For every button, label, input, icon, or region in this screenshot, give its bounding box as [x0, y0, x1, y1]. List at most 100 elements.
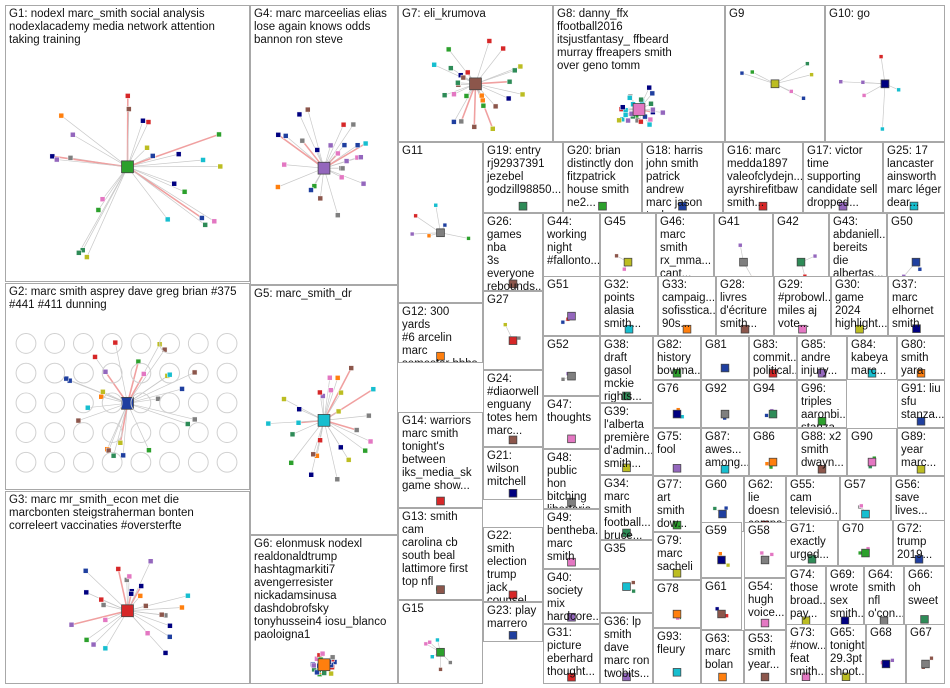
- hub-node: [682, 324, 692, 334]
- group-g49: G49: bentheba... marc smith: [543, 509, 600, 569]
- group-network-g87: [720, 465, 730, 474]
- node: [281, 396, 287, 402]
- node: [917, 267, 923, 272]
- edge: [113, 403, 128, 456]
- hub-node: [861, 509, 870, 519]
- self-loop-node: [101, 392, 123, 414]
- self-loop-node: [15, 362, 37, 384]
- node: [479, 92, 485, 99]
- node: [362, 140, 369, 147]
- group-g27: G27: [483, 291, 543, 370]
- node: [58, 112, 65, 119]
- self-loop-node: [101, 362, 123, 384]
- node: [202, 222, 208, 228]
- group-g5: G5: marc_smith_dr: [250, 285, 398, 535]
- group-network-g57: [857, 503, 870, 519]
- node: [890, 658, 895, 663]
- group-g14: G14: warriors marc smith tonight's betwe…: [398, 412, 483, 508]
- group-network-g72: [914, 555, 924, 564]
- self-loop-node: [73, 392, 94, 414]
- edge: [61, 115, 128, 168]
- group-network-g59: [717, 551, 731, 568]
- node: [311, 662, 317, 669]
- node: [200, 157, 206, 163]
- node: [335, 408, 342, 415]
- hub-node: [622, 391, 631, 401]
- node: [217, 163, 223, 170]
- group-g72: G72: trump 2019...: [893, 520, 945, 566]
- node: [83, 589, 90, 596]
- hub-node: [508, 488, 518, 498]
- node: [99, 196, 106, 202]
- node: [442, 222, 448, 228]
- node: [175, 151, 182, 157]
- group-network-g18: [678, 201, 687, 211]
- group-g29: G29: #probowl... miles aj vote...: [774, 276, 831, 336]
- hub-node: [807, 555, 817, 564]
- node: [98, 394, 104, 400]
- group-network-g85: [817, 369, 827, 378]
- hub-node: [817, 369, 827, 378]
- group-network-g78: [672, 609, 682, 621]
- node: [739, 70, 745, 76]
- group-g83: G83: commit... political...: [749, 336, 797, 380]
- group-g37: G37: marc elhornet smith: [888, 276, 945, 336]
- node: [317, 389, 323, 396]
- hub-node: [717, 609, 726, 619]
- node: [560, 377, 566, 382]
- group-network-g20: [598, 201, 607, 211]
- node: [426, 233, 432, 238]
- group-g1: G1: nodexl marc_smith social analysis no…: [5, 5, 250, 282]
- edge: [323, 420, 366, 451]
- node: [283, 133, 289, 139]
- node: [638, 96, 644, 103]
- node: [334, 476, 341, 482]
- group-network-g25: [909, 201, 919, 211]
- node: [181, 189, 188, 195]
- node: [646, 121, 653, 128]
- group-g40: G40: society mix hardcore...: [543, 569, 600, 624]
- node: [427, 640, 432, 645]
- node: [126, 573, 133, 580]
- self-loop-node: [44, 451, 66, 473]
- node: [759, 550, 764, 556]
- hub-node: [758, 201, 768, 211]
- group-g74: G74: those broad... pay...: [786, 566, 826, 628]
- hub-node: [796, 257, 806, 267]
- node: [321, 670, 327, 676]
- node: [880, 126, 885, 132]
- self-loop-node: [216, 333, 238, 354]
- node: [460, 74, 467, 81]
- node: [431, 62, 437, 68]
- edge: [127, 120, 144, 167]
- group-network-g17: [838, 201, 848, 211]
- edge: [323, 124, 344, 169]
- hub-node: [920, 615, 929, 624]
- hub-node: [672, 369, 682, 378]
- group-network-g4: [275, 106, 369, 218]
- edge: [774, 63, 808, 85]
- group-g93: G93: fleury: [653, 628, 701, 684]
- group-g30: G30: game 2024 highlight...: [831, 276, 888, 336]
- hub-node: [912, 324, 921, 333]
- hub-node: [567, 497, 576, 507]
- group-network-g52: [560, 371, 576, 382]
- hub-node: [469, 77, 482, 91]
- node: [90, 641, 97, 648]
- node: [367, 438, 374, 445]
- node: [63, 375, 69, 382]
- node: [861, 93, 867, 98]
- edge: [66, 378, 128, 404]
- group-g88: G88: x2 smith dwayn...: [797, 428, 847, 476]
- group-g58: G58: [744, 522, 786, 578]
- edge: [323, 124, 354, 169]
- node: [339, 165, 346, 172]
- hub-node: [720, 363, 730, 373]
- group-network-g83: [768, 369, 778, 378]
- group-network-g11: [409, 203, 471, 241]
- group-network-g76: [672, 407, 685, 419]
- group-g82: G82: history bowma...: [653, 336, 701, 380]
- hub-node: [739, 257, 748, 267]
- hub-node: [672, 464, 682, 473]
- group-g76: G76: [653, 380, 701, 428]
